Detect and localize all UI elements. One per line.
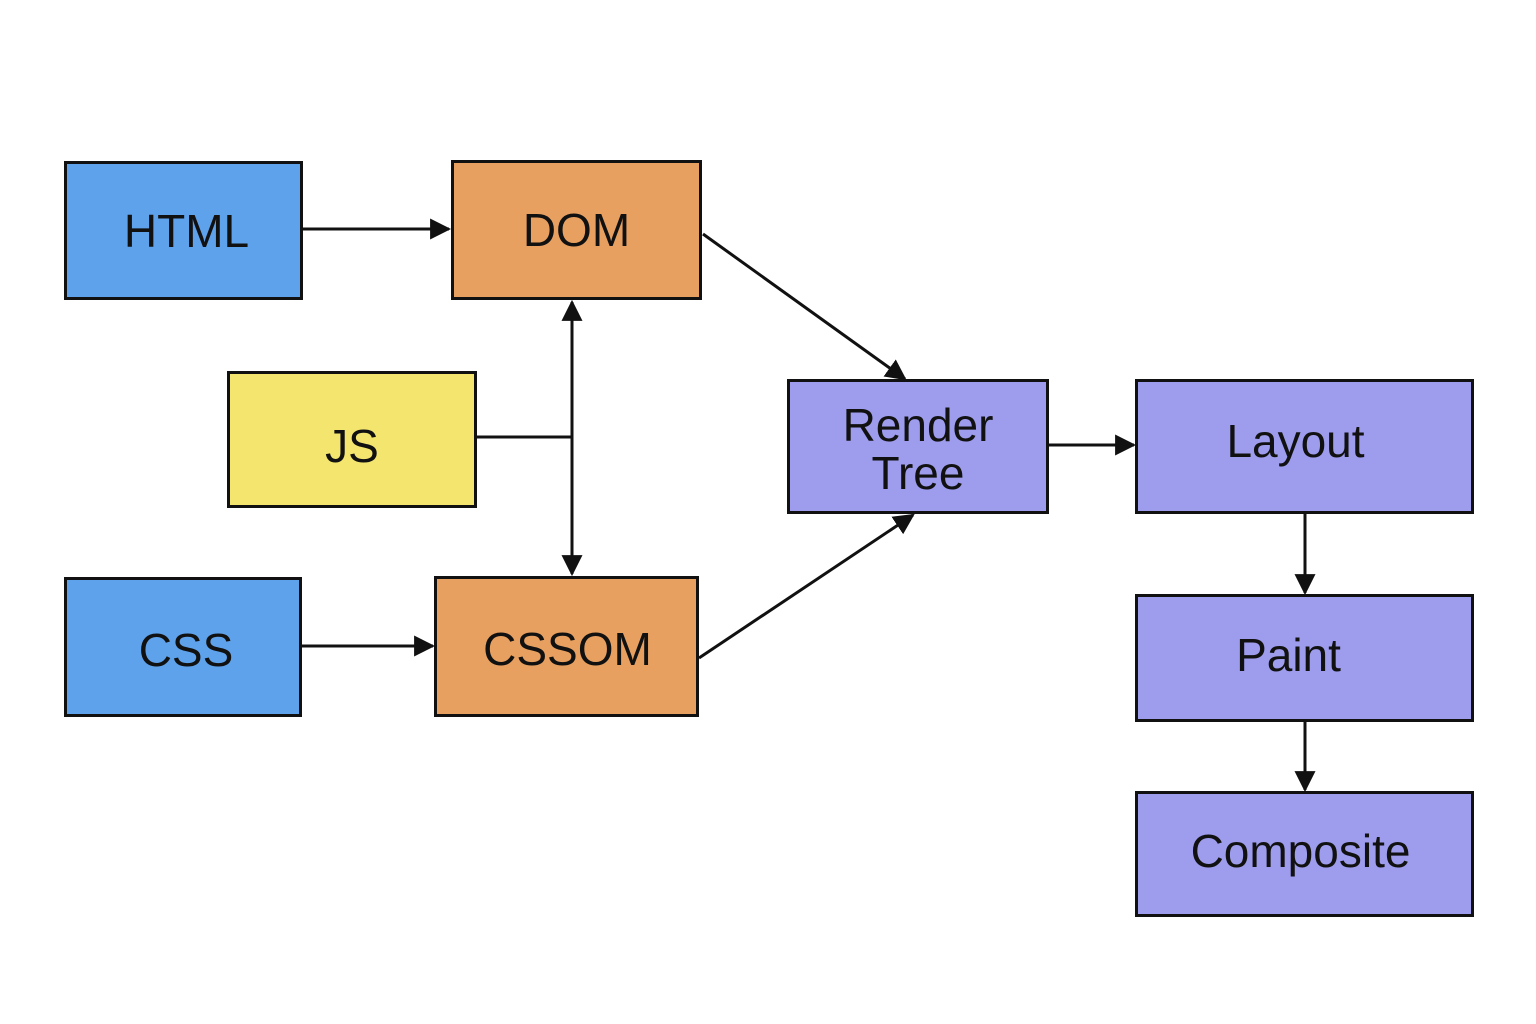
layout-node-label: Layout [1226,414,1365,467]
render-tree-node-label: Render Tree [842,398,994,499]
cssom-node: CSSOM [434,576,699,717]
html-node: HTML [64,161,303,300]
dom-node-label: DOM [522,204,631,256]
edge-cssom-to-render-tree [698,513,915,660]
layout-node: Layout [1135,379,1474,514]
js-node-label: JS [325,419,379,472]
js-node: JS [227,371,477,508]
paint-node-label: Paint [1236,629,1341,681]
composite-node-label: Composite [1190,825,1411,877]
render-tree-node: Render Tree [787,379,1049,514]
paint-node: Paint [1135,594,1474,722]
html-node-label: HTML [123,204,250,257]
css-node-label: CSS [138,624,234,676]
css-node: CSS [64,577,302,717]
dom-node: DOM [451,160,702,300]
edge-dom-to-render-tree [702,232,907,381]
composite-node: Composite [1135,791,1474,917]
cssom-node-label: CSSOM [483,622,652,675]
